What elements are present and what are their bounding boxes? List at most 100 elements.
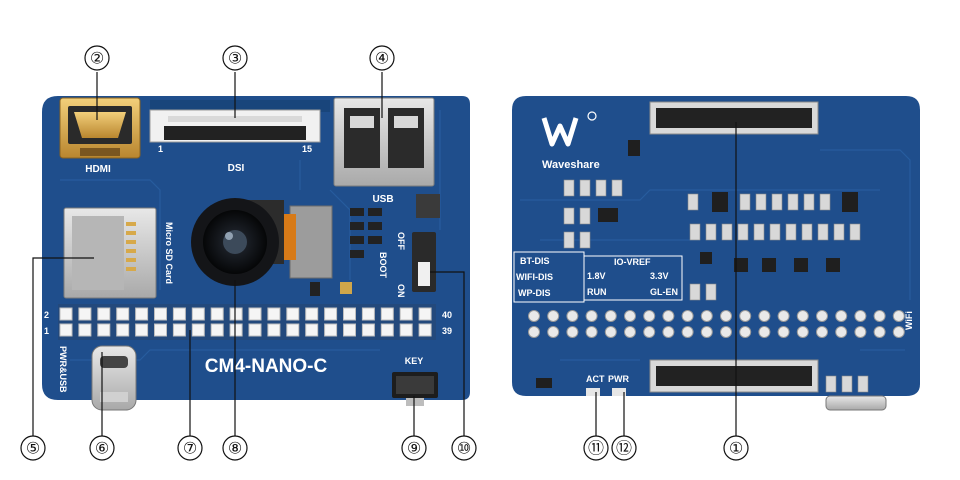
wifi-dis-label: WIFI-DIS — [516, 272, 553, 282]
gpio-pin — [229, 323, 243, 337]
gpio-pin — [585, 326, 598, 338]
hdmi-label: HDMI — [85, 164, 111, 175]
gpio-pin — [662, 326, 675, 338]
gpio-pin — [418, 323, 432, 337]
gpio-pin — [758, 310, 771, 322]
gpio-pin — [835, 310, 848, 322]
gpio-pin — [399, 307, 413, 321]
gpio-pin — [720, 326, 732, 338]
io-vref-label: IO-VREF — [614, 257, 651, 267]
gpio-pin — [210, 307, 224, 321]
boot-switch — [412, 232, 436, 292]
gpio-pin — [286, 323, 300, 337]
micro-sd-slot — [63, 207, 157, 299]
back-board: Waveshare — [512, 96, 920, 411]
gpio-pin-39-label: 39 — [442, 326, 452, 336]
boot-label: BOOT — [378, 252, 388, 279]
waveshare-logo — [541, 111, 597, 147]
gpio-pin — [547, 326, 560, 338]
wp-dis-label: WP-DIS — [518, 288, 551, 298]
gpio-pin — [305, 323, 319, 337]
svg-text:⑪: ⑪ — [588, 439, 604, 458]
gpio-pin — [854, 326, 867, 338]
gpio-pin — [135, 307, 149, 321]
gpio-pin — [796, 326, 809, 338]
gpio-pin — [854, 310, 867, 322]
gpio-pin — [154, 307, 167, 321]
gl-en-label: GL-EN — [650, 287, 678, 297]
gpio-pin-2-label: 2 — [44, 310, 49, 320]
back-ics — [536, 140, 858, 388]
gpio-pin — [191, 307, 205, 321]
gpio-pin — [210, 323, 224, 337]
leader-5 — [32, 257, 94, 436]
back-gpio-pads — [528, 310, 905, 338]
gpio-pin — [59, 323, 73, 337]
callout-8: ⑧ — [222, 435, 248, 461]
gpio-header — [58, 304, 436, 340]
gpio-pin — [229, 307, 243, 321]
gpio-pin — [624, 310, 636, 322]
act-label: ACT — [586, 374, 605, 384]
gpio-pin — [78, 307, 92, 321]
board-name-label: CM4-NANO-C — [205, 356, 328, 377]
gpio-pin — [267, 307, 281, 321]
gpio-pin — [135, 323, 149, 337]
gpio-pin — [267, 323, 281, 337]
dsi-label: DSI — [228, 163, 245, 174]
svg-text:⑧: ⑧ — [228, 439, 242, 458]
act-led — [586, 388, 600, 396]
usb-label: USB — [372, 194, 393, 205]
gpio-pin — [739, 310, 752, 322]
key-button — [392, 372, 438, 406]
gpio-pin — [248, 307, 262, 321]
svg-text:①: ① — [729, 439, 743, 458]
svg-text:⑨: ⑨ — [407, 439, 421, 458]
gpio-pin — [892, 310, 905, 322]
gpio-pin — [816, 310, 828, 322]
gpio-pin — [585, 310, 598, 322]
svg-text:⑩: ⑩ — [457, 439, 471, 458]
gpio-pin — [78, 323, 92, 337]
svg-text:⑫: ⑫ — [616, 439, 632, 458]
pwr-usb-label: PWR&USB — [58, 346, 68, 393]
gpio-pin — [116, 307, 130, 321]
usb-port — [333, 97, 435, 187]
gpio-pin-40-label: 40 — [442, 310, 452, 320]
brand-label: Waveshare — [542, 159, 600, 171]
cm4-connector-top — [649, 101, 819, 135]
gpio-pin — [892, 326, 905, 338]
gpio-pin — [305, 307, 319, 321]
back-usb-c-edge — [825, 395, 887, 411]
gpio-pin — [547, 310, 560, 322]
gpio-pin — [97, 307, 111, 321]
gpio-pin — [343, 323, 356, 337]
bt-dis-label: BT-DIS — [520, 256, 550, 266]
gpio-pin — [248, 323, 262, 337]
callout-10: ⑩ — [451, 435, 477, 461]
wifi-label: WiFi — [904, 311, 914, 330]
gpio-pin — [739, 326, 752, 338]
gpio-pin — [418, 307, 432, 321]
back-components — [563, 179, 869, 393]
gpio-pin — [700, 326, 713, 338]
hdmi-port — [59, 97, 141, 159]
gpio-pin — [681, 310, 694, 322]
on-label: ON — [396, 284, 406, 298]
pwr-led — [612, 388, 626, 396]
dsi-pin-1-label: 1 — [158, 144, 163, 154]
gpio-pin — [191, 323, 205, 337]
gpio-pin — [172, 307, 186, 321]
gpio-pin — [758, 326, 771, 338]
leader-10 — [430, 271, 465, 436]
gpio-pin — [361, 307, 375, 321]
gpio-pin — [116, 323, 130, 337]
callout-7: ⑦ — [177, 435, 203, 461]
gpio-pin — [604, 310, 617, 322]
gpio-pin — [700, 310, 713, 322]
svg-text:④: ④ — [375, 49, 389, 68]
gpio-pin — [643, 310, 656, 322]
svg-text:⑥: ⑥ — [95, 439, 109, 458]
gpio-pin — [624, 326, 636, 338]
